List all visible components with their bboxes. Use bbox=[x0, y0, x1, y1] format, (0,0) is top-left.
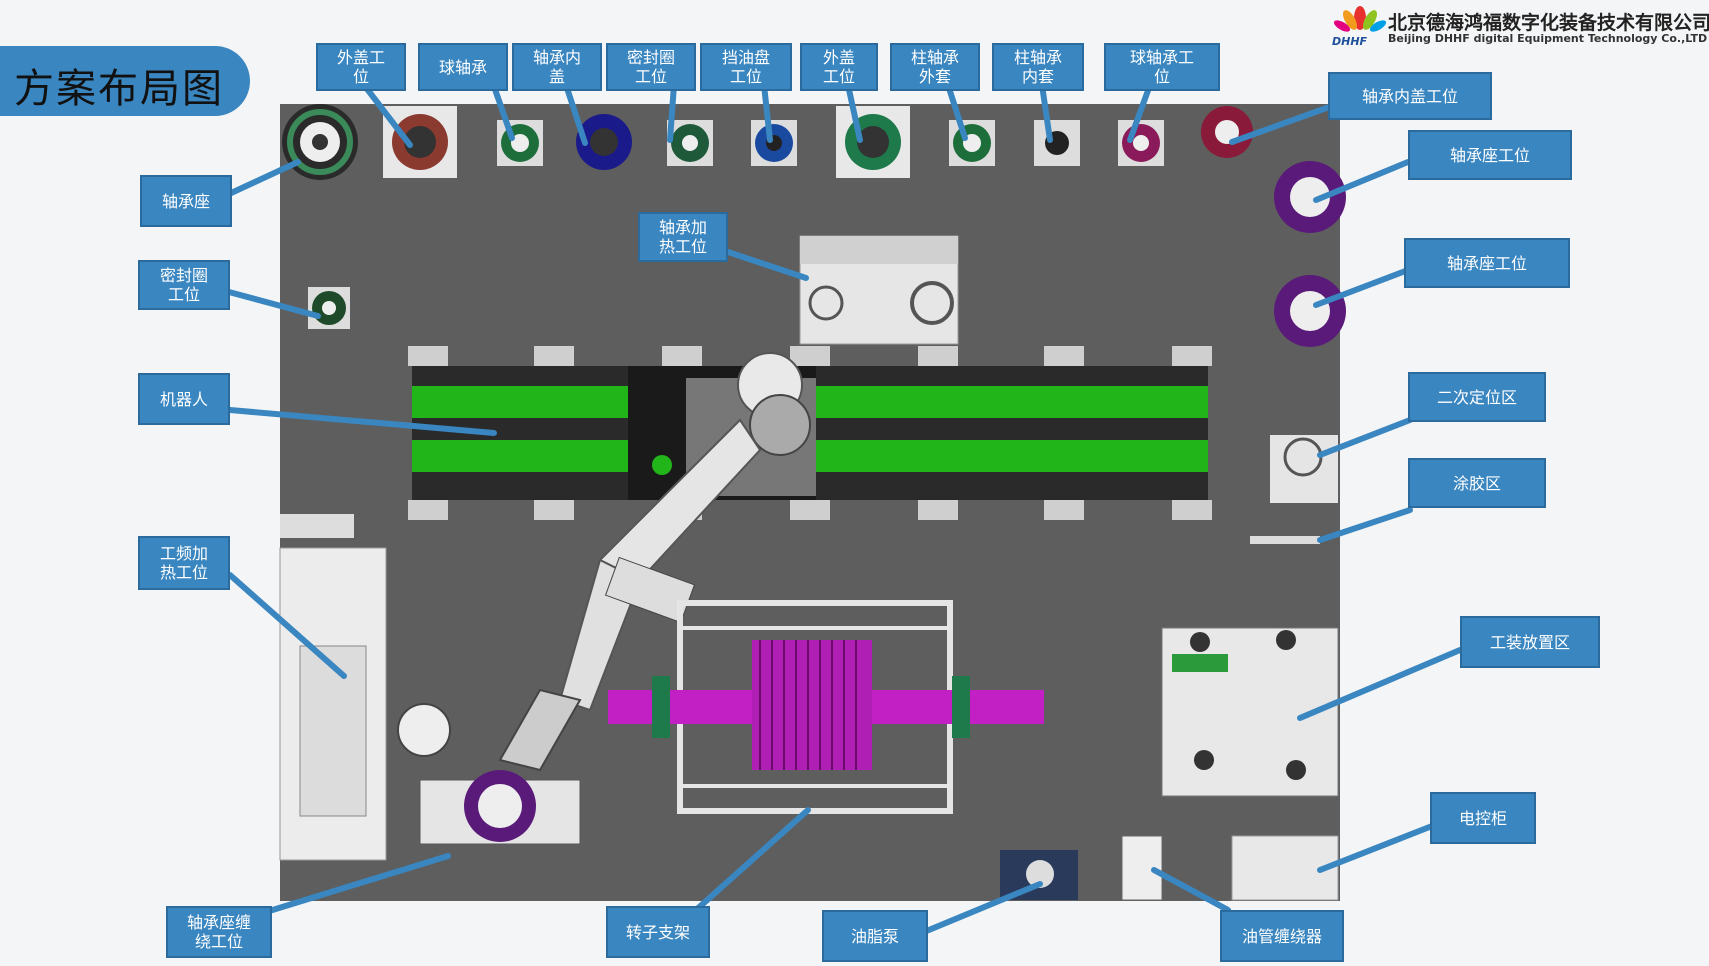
company-name-cn: 北京德海鸿福数字化装备技术有限公司 bbox=[1388, 12, 1709, 34]
label-ball-bearing: 球轴承 bbox=[418, 43, 508, 91]
top-station-row bbox=[282, 104, 1253, 180]
label-bearing-seat-station-1: 轴承座工位 bbox=[1408, 130, 1572, 180]
label-robot: 机器人 bbox=[138, 373, 230, 425]
company-name-en: Beijing DHHF digital Equipment Technolog… bbox=[1388, 32, 1708, 45]
label-bearing-seat: 轴承座 bbox=[140, 175, 232, 227]
label-power-frequency-heating: 工频加 热工位 bbox=[138, 536, 230, 590]
label-bearing-heating-station: 轴承加 热工位 bbox=[638, 212, 728, 262]
label-hose-reel: 油管缠绕器 bbox=[1220, 910, 1344, 962]
label-rotor-stand: 转子支架 bbox=[606, 906, 710, 958]
rotor-stand-frame bbox=[608, 600, 1044, 814]
label-seal-ring-station-left: 密封圈 工位 bbox=[138, 260, 230, 310]
label-bearing-seat-winding-station: 轴承座缠 绕工位 bbox=[166, 906, 272, 958]
svg-text:DHHF: DHHF bbox=[1332, 35, 1368, 48]
label-bearing-inner-cover-station: 轴承内盖工位 bbox=[1328, 72, 1492, 120]
label-bearing-seat-station-2: 轴承座工位 bbox=[1404, 238, 1570, 288]
label-ball-bearing-station: 球轴承工 位 bbox=[1104, 43, 1220, 91]
label-gluing-area: 涂胶区 bbox=[1408, 458, 1546, 508]
logo-flower-icon: DHHF bbox=[1332, 6, 1387, 48]
label-secondary-positioning: 二次定位区 bbox=[1408, 372, 1546, 422]
label-fixture-area: 工装放置区 bbox=[1460, 616, 1600, 668]
label-roller-bearing-inner: 柱轴承 内套 bbox=[992, 43, 1084, 91]
glue-gun bbox=[1250, 536, 1320, 544]
label-outer-cover-station-2: 外盖 工位 bbox=[800, 43, 878, 91]
label-oil-baffle-station: 挡油盘 工位 bbox=[700, 43, 792, 91]
callout-pointers bbox=[226, 72, 1463, 935]
label-control-cabinet: 电控柜 bbox=[1430, 792, 1536, 844]
industrial-robot bbox=[498, 352, 816, 772]
label-roller-bearing-outer: 柱轴承 外套 bbox=[890, 43, 980, 91]
label-seal-ring-station-top: 密封圈 工位 bbox=[606, 43, 696, 91]
company-logo: DHHF bbox=[1330, 2, 1706, 48]
label-outer-cover-station: 外盖工 位 bbox=[316, 43, 406, 91]
label-grease-pump: 油脂泵 bbox=[822, 910, 928, 962]
label-bearing-inner-cover: 轴承内 盖 bbox=[512, 43, 602, 91]
title-banner bbox=[0, 46, 250, 116]
page-title: 方案布局图 bbox=[14, 66, 224, 112]
positioning-fixture bbox=[1270, 435, 1338, 503]
